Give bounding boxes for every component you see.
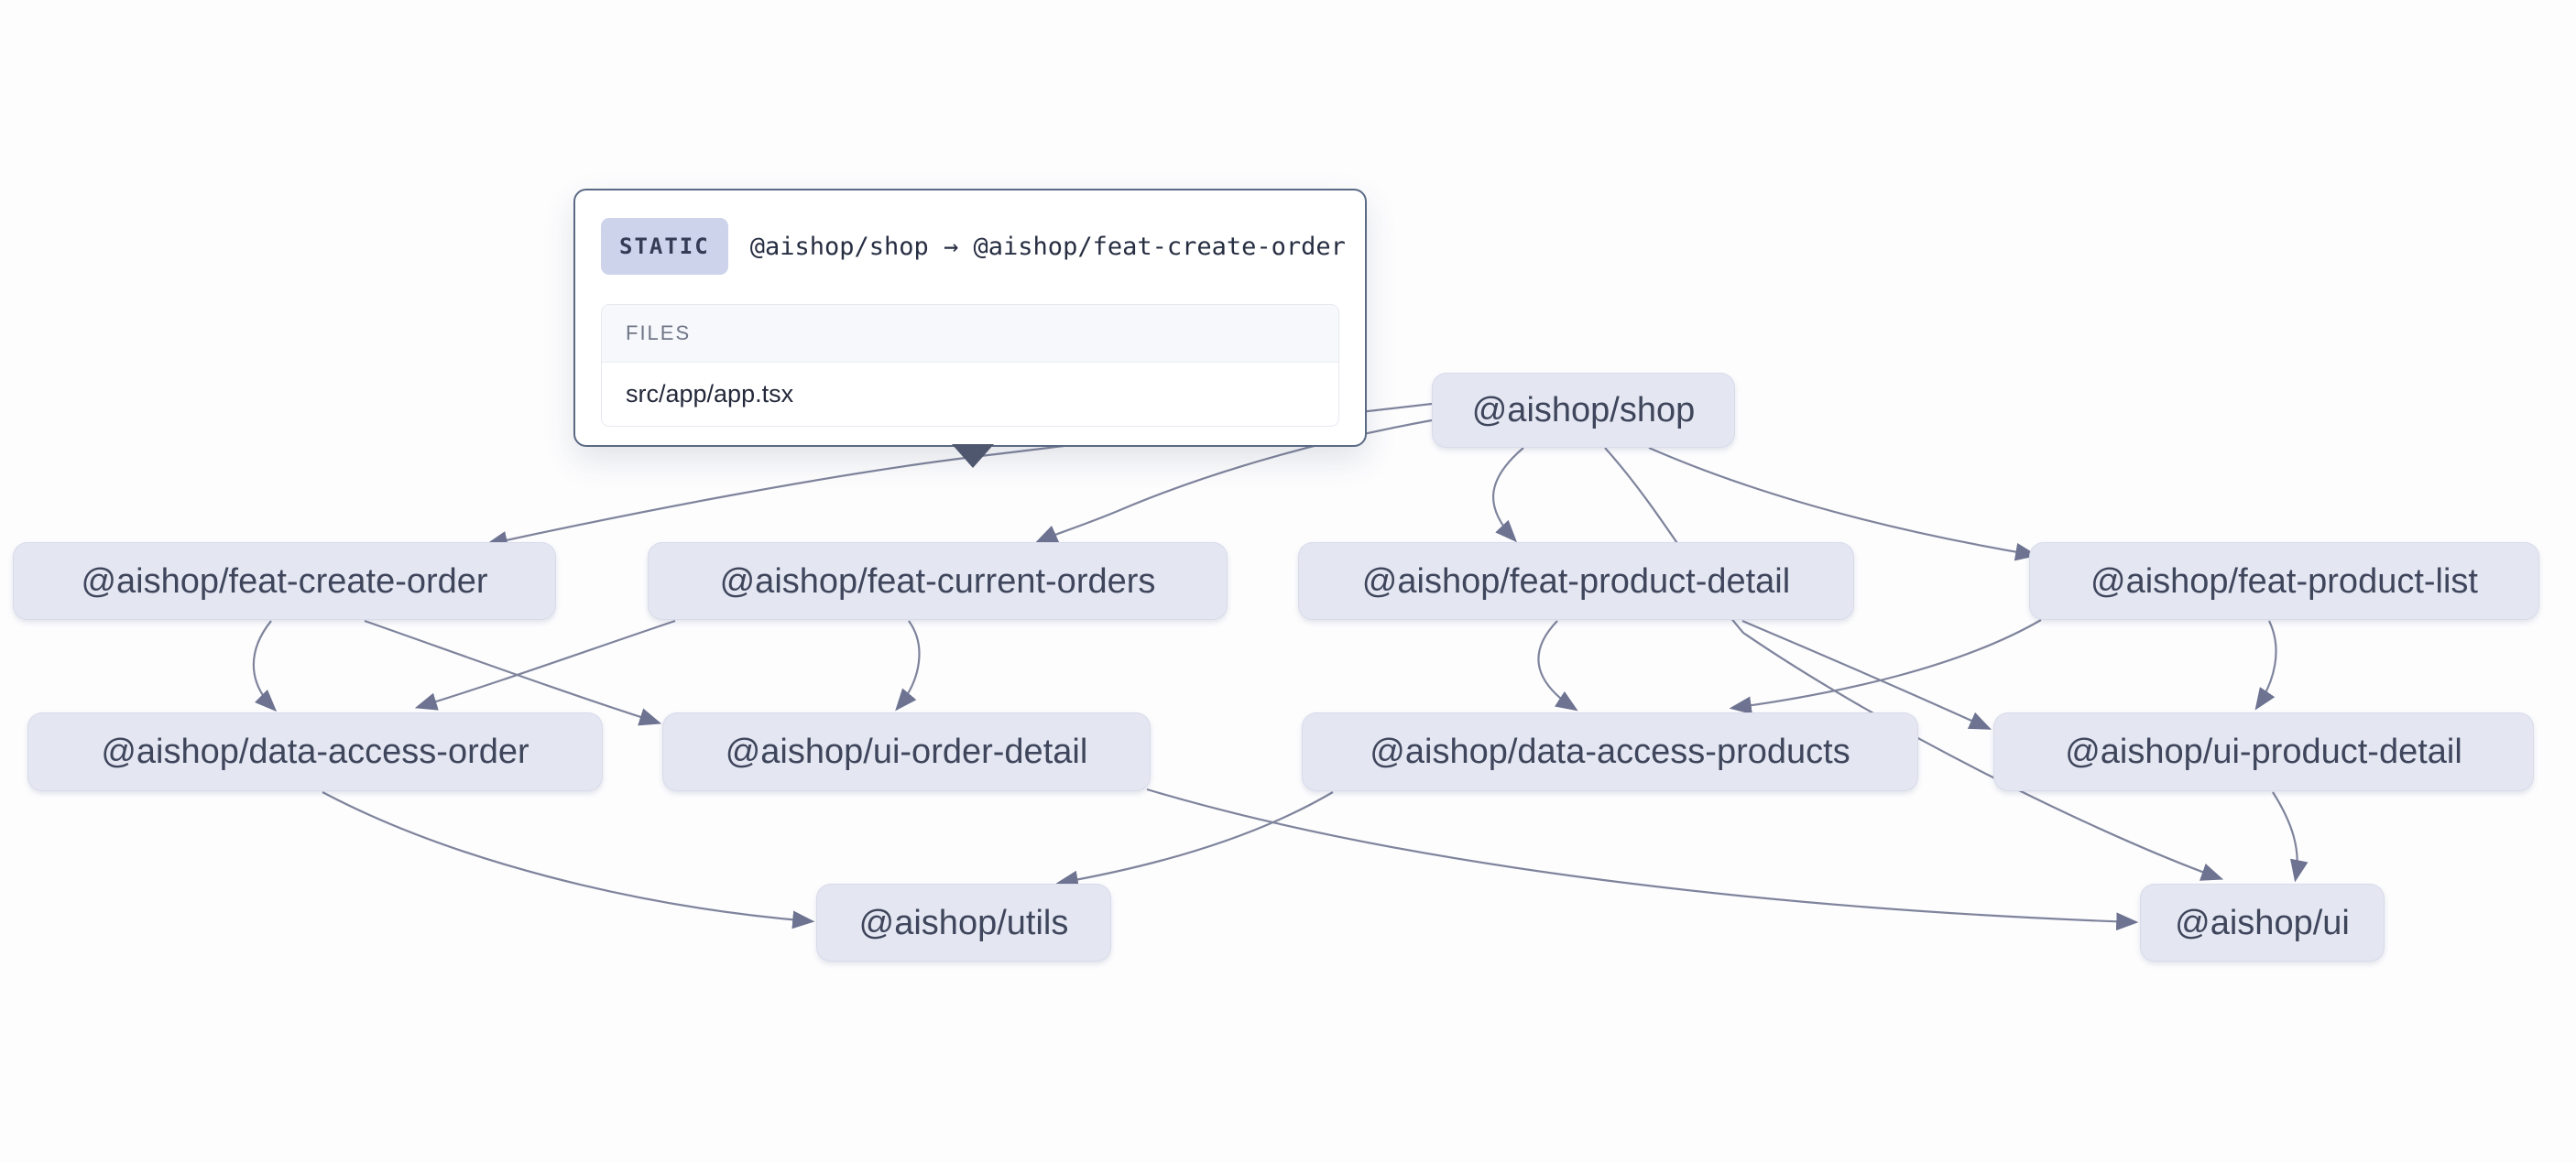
edge-feat-product-detail->data-access-products[interactable]: [1537, 620, 1578, 712]
graph-node-utils[interactable]: @aishop/utils: [816, 884, 1111, 962]
edge-tooltip: STATIC @aishop/shop → @aishop/feat-creat…: [573, 189, 1367, 468]
edge-ui-product-detail->ui[interactable]: [2272, 791, 2309, 883]
graph-node-ui-order-detail[interactable]: @aishop/ui-order-detail: [662, 712, 1151, 791]
edge-feat-product-detail->ui-product-detail[interactable]: [1741, 619, 1992, 730]
edge-shop->feat-product-detail[interactable]: [1492, 447, 1524, 543]
tooltip-caret-icon: [952, 444, 994, 468]
graph-node-data-access-order[interactable]: @aishop/data-access-order: [27, 712, 603, 791]
graph-node-feat-current-orders[interactable]: @aishop/feat-current-orders: [648, 542, 1228, 620]
graph-node-ui-product-detail[interactable]: @aishop/ui-product-detail: [1993, 712, 2534, 791]
graph-node-feat-product-list[interactable]: @aishop/feat-product-list: [2029, 542, 2539, 620]
edge-feat-create-order->ui-order-detail[interactable]: [364, 619, 662, 726]
files-list: src/app/app.tsx: [602, 363, 1338, 426]
edge-shop->ui[interactable]: [1604, 447, 2224, 881]
files-panel: FILES src/app/app.tsx: [601, 304, 1339, 427]
graph-node-feat-product-detail[interactable]: @aishop/feat-product-detail: [1298, 542, 1854, 620]
tooltip-header: STATIC @aishop/shop → @aishop/feat-creat…: [601, 218, 1346, 275]
edge-feat-product-list->ui-product-detail[interactable]: [2254, 620, 2277, 711]
edge-feat-create-order->data-access-order[interactable]: [252, 620, 278, 712]
edge-label: @aishop/shop → @aishop/feat-create-order: [749, 232, 1346, 261]
graph-node-feat-create-order[interactable]: @aishop/feat-create-order: [13, 542, 556, 620]
edge-data-access-products->utils[interactable]: [1055, 791, 1334, 889]
edge-ui-order-detail->ui[interactable]: [1146, 788, 2139, 931]
file-item: src/app/app.tsx: [626, 380, 794, 408]
files-header: FILES: [602, 305, 1338, 363]
edge-feat-product-list->data-access-products[interactable]: [1729, 619, 2042, 715]
edge-shop->feat-product-list[interactable]: [1648, 446, 2038, 561]
edge-feat-current-orders->data-access-order[interactable]: [414, 619, 676, 711]
edge-type-badge: STATIC: [601, 218, 728, 275]
edge-feat-current-orders->ui-order-detail[interactable]: [895, 620, 921, 712]
graph-node-data-access-products[interactable]: @aishop/data-access-products: [1302, 712, 1918, 791]
edge-data-access-order->utils[interactable]: [322, 791, 815, 929]
graph-node-shop[interactable]: @aishop/shop: [1432, 373, 1735, 448]
graph-node-ui[interactable]: @aishop/ui: [2140, 884, 2385, 962]
